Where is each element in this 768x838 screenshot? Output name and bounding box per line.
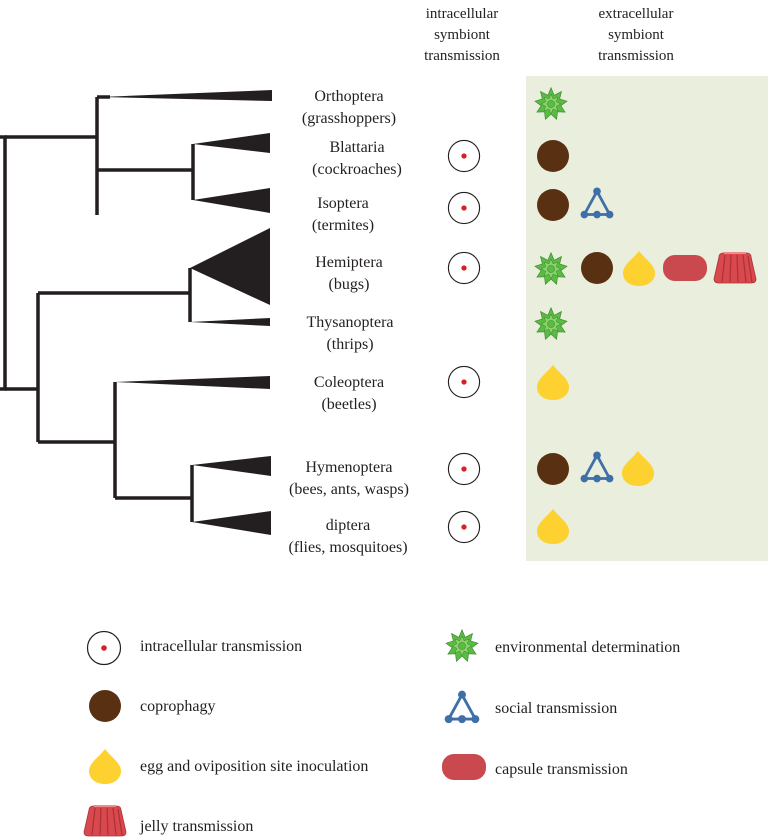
- clade-hemiptera: [190, 228, 270, 305]
- coprophagy-icon: [581, 252, 613, 284]
- svg-text:transmission: transmission: [598, 48, 674, 64]
- intracellular-icon: [447, 251, 481, 285]
- clade-coleoptera: [115, 376, 270, 389]
- intracellular-markers: [447, 139, 481, 544]
- taxon-name-isoptera: Isoptera: [317, 195, 369, 212]
- legend-egg-label: egg and oviposition site inoculation: [140, 758, 368, 775]
- tree-root-branch: [0, 135, 7, 391]
- legend-environmental-icon: [445, 629, 479, 662]
- taxon-common-thysanoptera: (thrips): [326, 336, 373, 353]
- intracellular-icon: [447, 139, 481, 173]
- taxon-name-blattaria: Blattaria: [329, 139, 384, 156]
- header-intracellular: intracellular symbiont transmission: [424, 6, 500, 64]
- taxon-name-hymenoptera: Hymenoptera: [305, 459, 392, 476]
- coprophagy-icon: [537, 140, 569, 172]
- taxon-common-isoptera: (termites): [312, 217, 374, 234]
- taxon-common-orthoptera: (grasshoppers): [302, 110, 396, 127]
- intracellular-icon: [447, 452, 481, 486]
- clade-orthoptera: [100, 90, 272, 101]
- clade-triangles: [100, 90, 272, 535]
- legend-capsule-icon: [442, 754, 486, 780]
- clade-isoptera: [193, 188, 270, 213]
- phylogenetic-tree: [0, 95, 195, 522]
- taxon-name-diptera: diptera: [326, 517, 370, 534]
- taxon-name-orthoptera: Orthoptera: [314, 88, 383, 105]
- svg-text:intracellular: intracellular: [426, 6, 498, 22]
- coprophagy-icon: [537, 453, 569, 485]
- legend-environmental-label: environmental determination: [495, 639, 680, 656]
- svg-text:transmission: transmission: [424, 48, 500, 64]
- taxon-name-hemiptera: Hemiptera: [315, 254, 383, 271]
- legend-jelly-label: jelly transmission: [139, 818, 253, 835]
- clade-hymenoptera: [192, 456, 271, 476]
- svg-text:symbiont: symbiont: [434, 27, 491, 43]
- taxon-common-coleoptera: (beetles): [321, 396, 376, 413]
- legend-social-label: social transmission: [495, 700, 617, 717]
- taxon-common-hemiptera: (bugs): [329, 276, 370, 293]
- capsule-icon: [663, 255, 707, 281]
- taxon-common-hymenoptera: (bees, ants, wasps): [289, 481, 409, 498]
- legend-coprophagy-icon: [89, 690, 121, 722]
- header-extracellular: extracellular symbiont transmission: [598, 6, 674, 64]
- svg-text:extracellular: extracellular: [599, 6, 674, 22]
- legend-jelly-icon: [83, 805, 127, 837]
- taxon-name-coleoptera: Coleoptera: [314, 374, 384, 391]
- legend-coprophagy-label: coprophagy: [140, 698, 216, 715]
- legend-intracellular-icon: [86, 630, 122, 666]
- intracellular-icon: [447, 510, 481, 544]
- clade-diptera: [192, 511, 271, 535]
- jelly-icon: [713, 252, 757, 284]
- taxon-common-diptera: (flies, mosquitoes): [288, 539, 407, 556]
- legend-egg-icon: [89, 749, 121, 784]
- legend-capsule-label: capsule transmission: [495, 761, 628, 778]
- legend: intracellular transmission environmental…: [83, 629, 680, 837]
- intracellular-icon: [447, 365, 481, 399]
- intracellular-icon: [447, 191, 481, 225]
- svg-text:symbiont: symbiont: [608, 27, 665, 43]
- taxa-labels: Orthoptera (grasshoppers) Blattaria (coc…: [288, 88, 409, 556]
- coprophagy-icon: [537, 189, 569, 221]
- clade-thysanoptera: [190, 318, 270, 326]
- taxon-common-blattaria: (cockroaches): [312, 161, 402, 178]
- legend-intracellular-label: intracellular transmission: [140, 638, 302, 655]
- taxon-name-thysanoptera: Thysanoptera: [306, 314, 393, 331]
- legend-social-icon: [443, 689, 481, 725]
- clade-blattaria: [193, 133, 270, 153]
